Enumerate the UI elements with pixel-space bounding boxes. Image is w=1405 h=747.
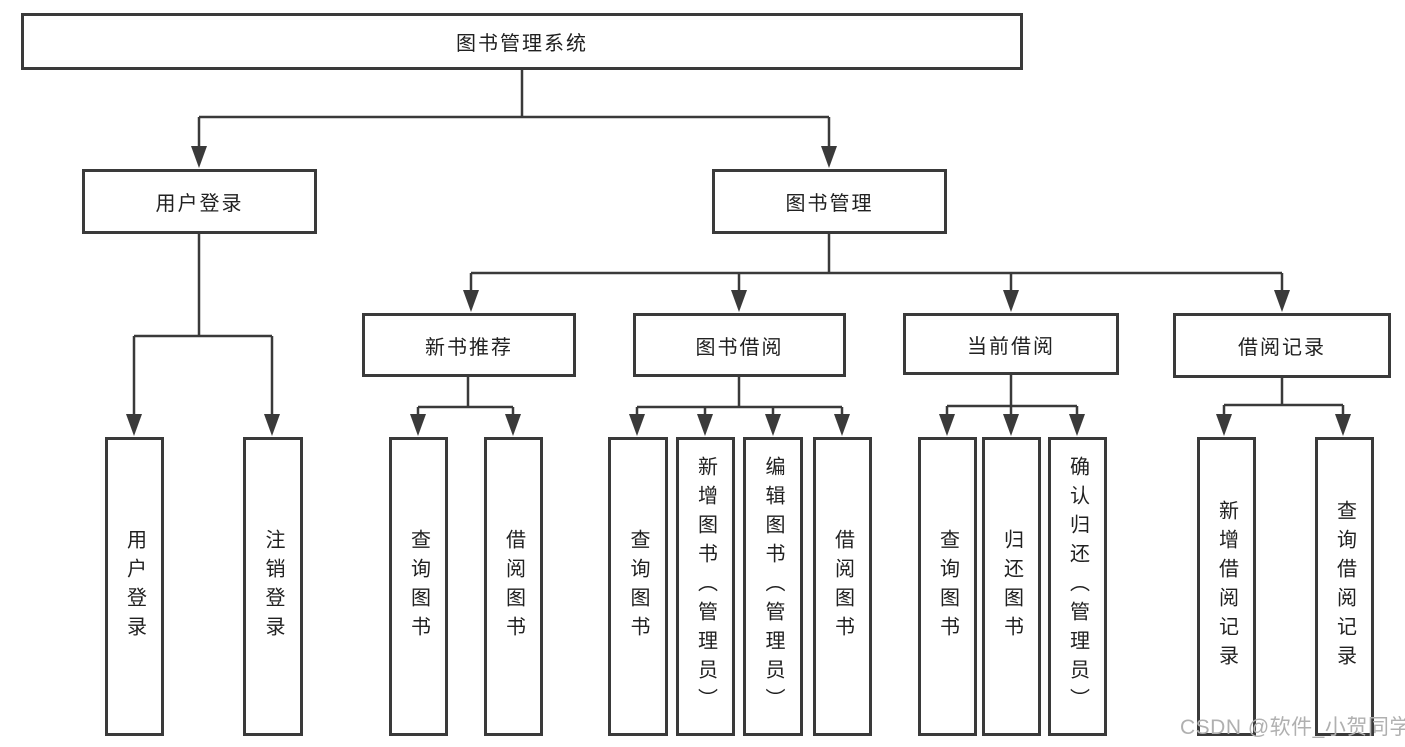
node-user-login-label: 用户登录 xyxy=(155,193,244,215)
node-root-system: 图书管理系统 xyxy=(21,13,1023,70)
connector-root-to-level2 xyxy=(197,69,831,150)
node-current-borrowing: 当前借阅 xyxy=(903,313,1119,375)
node-book-management: 图书管理 xyxy=(712,169,947,234)
node-leaf-query-books-borrowing: 查询图书 xyxy=(608,437,668,736)
connector-user-login-children xyxy=(132,233,274,417)
connector-current-borrow-children xyxy=(945,374,1079,417)
node-user-login: 用户登录 xyxy=(82,169,317,234)
connector-new-book-rec-children xyxy=(416,376,515,417)
node-root-label: 图书管理系统 xyxy=(456,33,588,55)
connector-book-mgmt-children xyxy=(469,233,1284,293)
node-leaf-edit-books-admin-label: 编辑图书（管理员） xyxy=(762,456,784,717)
node-current-borrowing-label: 当前借阅 xyxy=(967,335,1055,358)
node-leaf-query-borrow-record: 查询借阅记录 xyxy=(1315,437,1374,736)
node-leaf-query-books-current: 查询图书 xyxy=(918,437,977,736)
node-leaf-add-books-admin: 新增图书（管理员） xyxy=(676,437,735,736)
node-leaf-query-borrow-record-label: 查询借阅记录 xyxy=(1333,499,1356,674)
node-leaf-borrow-books-label: 借阅图书 xyxy=(831,528,854,645)
node-leaf-logout-label: 注销登录 xyxy=(262,528,284,645)
connector-borrow-record-children xyxy=(1222,377,1345,417)
node-leaf-query-books-recommend: 查询图书 xyxy=(389,437,448,736)
node-leaf-return-books: 归还图书 xyxy=(982,437,1041,736)
node-new-book-recommend-label: 新书推荐 xyxy=(425,336,513,359)
node-new-book-recommend: 新书推荐 xyxy=(362,313,576,377)
node-borrowing-records-label: 借阅记录 xyxy=(1238,337,1326,359)
node-book-borrowing-label: 图书借阅 xyxy=(695,336,784,359)
node-leaf-return-books-label: 归还图书 xyxy=(1000,528,1023,645)
node-leaf-add-books-admin-label: 新增图书（管理员） xyxy=(694,456,717,717)
node-leaf-query-books-current-label: 查询图书 xyxy=(936,528,959,645)
node-leaf-confirm-return-admin-label: 确认归还（管理员） xyxy=(1066,456,1089,717)
node-book-management-label: 图书管理 xyxy=(785,193,874,215)
node-book-borrowing: 图书借阅 xyxy=(633,313,846,377)
node-leaf-edit-books-admin: 编辑图书（管理员） xyxy=(743,437,803,736)
csdn-watermark: CSDN @软件_小贺同学 xyxy=(1180,716,1405,739)
node-leaf-logout: 注销登录 xyxy=(243,437,303,736)
node-leaf-query-books-borrowing-label: 查询图书 xyxy=(627,528,649,645)
node-leaf-add-borrow-record-label: 新增借阅记录 xyxy=(1215,499,1238,674)
node-leaf-borrow-books-recommend-label: 借阅图书 xyxy=(502,528,525,645)
node-leaf-add-borrow-record: 新增借阅记录 xyxy=(1197,437,1256,736)
node-borrowing-records: 借阅记录 xyxy=(1173,313,1391,378)
node-leaf-query-books-recommend-label: 查询图书 xyxy=(407,528,430,645)
connector-book-borrow-children xyxy=(635,376,844,417)
node-leaf-borrow-books: 借阅图书 xyxy=(813,437,872,736)
node-leaf-borrow-books-recommend: 借阅图书 xyxy=(484,437,543,736)
node-leaf-user-login-label: 用户登录 xyxy=(123,528,146,645)
node-leaf-confirm-return-admin: 确认归还（管理员） xyxy=(1048,437,1107,736)
node-leaf-user-login: 用户登录 xyxy=(105,437,164,736)
